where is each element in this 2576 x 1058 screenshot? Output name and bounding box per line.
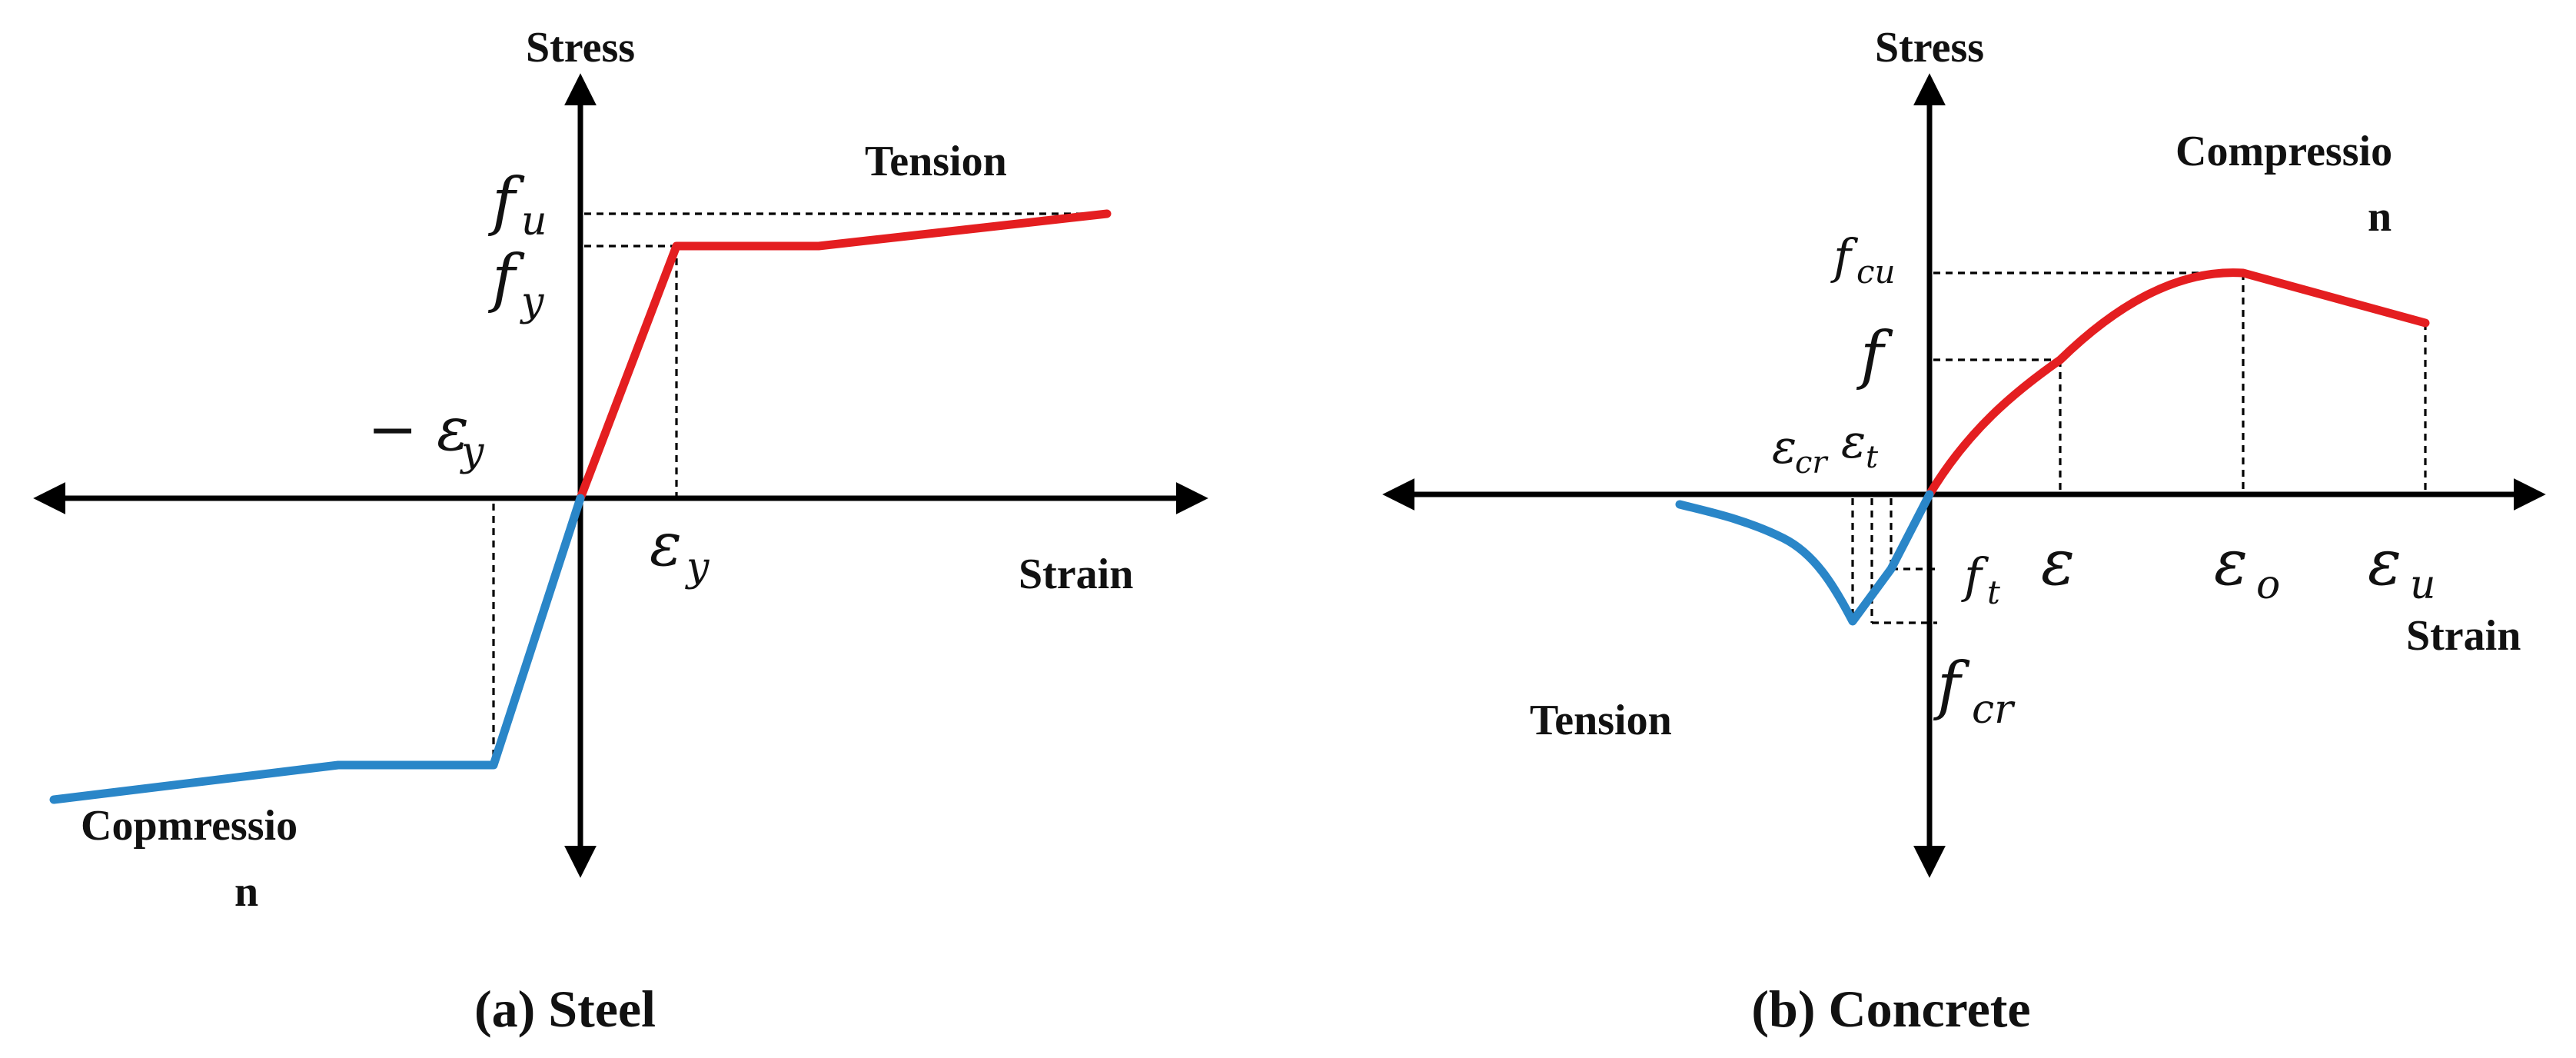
concrete-ft-label: f t	[1961, 547, 2000, 611]
svg-text:f: f	[487, 242, 525, 315]
svg-text:o: o	[2256, 562, 2280, 608]
svg-text:f: f	[1830, 228, 1859, 284]
steel-neg-eps-y-label: − ε y	[367, 395, 484, 475]
svg-text:t: t	[1866, 440, 1879, 475]
svg-text:y: y	[685, 544, 710, 591]
svg-text:u: u	[2410, 562, 2436, 608]
svg-text:u: u	[521, 198, 547, 245]
svg-text:f: f	[1933, 650, 1970, 723]
concrete-eps-label: ε	[2041, 527, 2075, 600]
svg-text:y: y	[520, 279, 544, 325]
steel-tension-label: Tension	[865, 138, 1007, 185]
steel-fy-label: f y	[487, 242, 544, 325]
svg-text:y: y	[460, 429, 484, 475]
svg-text:t: t	[1987, 574, 2000, 611]
concrete-diagram: Stress Strain Compressio n Tension f cu …	[1382, 24, 2546, 1038]
concrete-eps-o-label: ε o	[2214, 527, 2280, 608]
steel-diagram: Stress Strain Tension Copmressio n f u f…	[33, 24, 1208, 1038]
steel-compression-label-line2: n	[234, 868, 258, 916]
svg-text:f: f	[1961, 547, 1989, 604]
concrete-eps-cr-label: ε cr	[1772, 421, 1829, 481]
concrete-tension-label: Tension	[1530, 697, 1672, 744]
svg-text:ε: ε	[650, 511, 682, 580]
concrete-f-label: f	[1856, 319, 1893, 392]
concrete-compression-curve	[1925, 268, 2430, 499]
concrete-tension-curve	[1675, 490, 1934, 626]
svg-text:− ε: − ε	[367, 395, 469, 464]
concrete-eps-u-label: ε u	[2368, 527, 2436, 608]
svg-text:cr: cr	[1795, 445, 1829, 481]
steel-fu-label: f u	[487, 165, 547, 245]
steel-compression-label-line1: Copmressio	[81, 802, 297, 850]
steel-caption: (a) Steel	[474, 980, 656, 1038]
concrete-strain-label: Strain	[2406, 612, 2521, 660]
concrete-eps-t-label: ε t	[1841, 415, 1879, 475]
steel-eps-y-label: ε y	[650, 511, 710, 591]
steel-strain-label: Strain	[1019, 551, 1133, 598]
svg-text:ε: ε	[2214, 527, 2248, 600]
concrete-stress-label: Stress	[1875, 24, 1984, 72]
svg-text:cu: cu	[1856, 253, 1896, 291]
svg-text:cr: cr	[1972, 687, 2016, 733]
concrete-compression-label-line1: Compressio	[2175, 128, 2392, 175]
concrete-fcu-label: f cu	[1830, 228, 1896, 291]
concrete-fcr-label: f cr	[1933, 650, 2016, 733]
steel-compression-curve	[49, 494, 585, 804]
steel-stress-label: Stress	[526, 24, 635, 72]
svg-text:f: f	[487, 165, 525, 238]
svg-text:ε: ε	[1841, 415, 1866, 469]
concrete-compression-label-line2: n	[2368, 193, 2392, 241]
concrete-caption: (b) Concrete	[1751, 980, 2030, 1038]
svg-text:ε: ε	[1772, 421, 1797, 474]
steel-tension-curve	[576, 209, 1112, 503]
svg-text:ε: ε	[2368, 527, 2401, 600]
